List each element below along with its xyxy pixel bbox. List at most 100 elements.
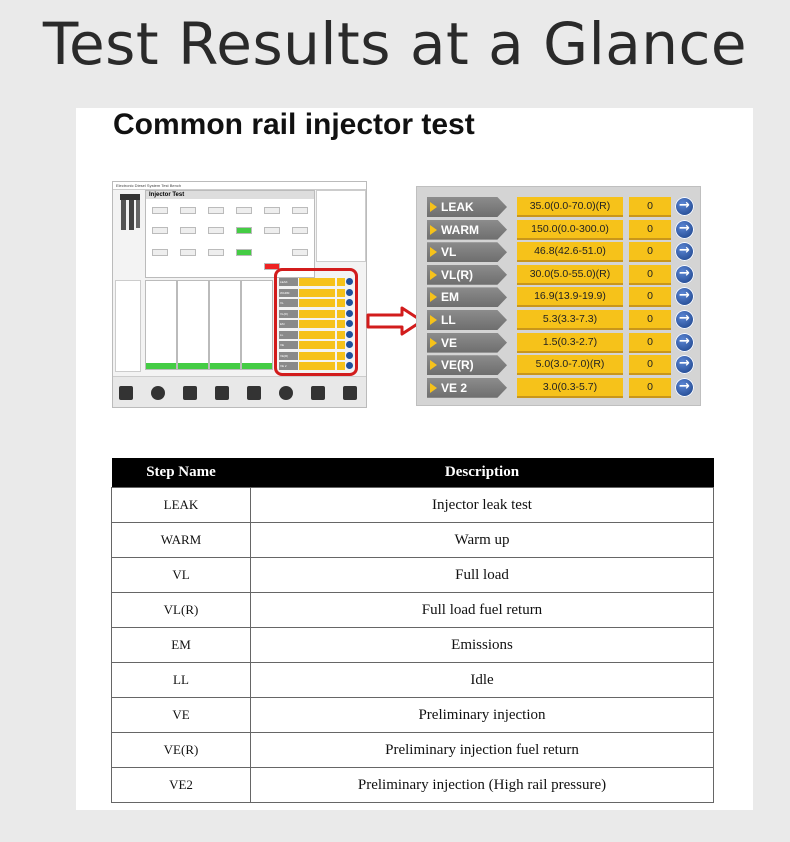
step-label[interactable]: WARM bbox=[427, 219, 507, 240]
table-row: VL(R)Full load fuel return bbox=[111, 592, 714, 628]
mini-step-label[interactable]: VL bbox=[279, 299, 298, 307]
keyboard-icon[interactable] bbox=[119, 386, 133, 400]
mini-step-value bbox=[299, 278, 335, 286]
mini-arrow-icon[interactable] bbox=[346, 362, 353, 369]
func-test-icon[interactable] bbox=[215, 386, 229, 400]
mini-arrow-icon[interactable] bbox=[346, 330, 353, 338]
param-cell bbox=[236, 227, 252, 234]
param-cell bbox=[208, 249, 224, 256]
help-icon[interactable] bbox=[151, 386, 165, 400]
mini-step-label[interactable]: VE bbox=[279, 341, 298, 349]
mini-step-value bbox=[299, 330, 335, 339]
mini-arrow-icon[interactable] bbox=[346, 299, 353, 306]
step-label[interactable]: VE bbox=[427, 332, 507, 353]
mini-step-label[interactable]: LL bbox=[279, 330, 298, 339]
print-icon[interactable] bbox=[343, 386, 357, 400]
table-row: VE(R)Preliminary injection fuel return bbox=[111, 732, 714, 768]
screenshot-options-panel bbox=[115, 280, 141, 372]
arrow-right-icon[interactable] bbox=[675, 310, 694, 329]
mini-arrow-icon[interactable] bbox=[346, 278, 353, 285]
mini-step-count bbox=[337, 341, 345, 349]
mini-step-label[interactable]: WARM bbox=[279, 288, 298, 297]
highlight-frame bbox=[274, 268, 358, 376]
back-icon[interactable] bbox=[311, 386, 325, 400]
mini-arrow-icon[interactable] bbox=[346, 351, 353, 359]
step-count: 0 bbox=[629, 264, 671, 285]
description-cell: Warm up bbox=[250, 522, 714, 558]
arrow-right-icon[interactable] bbox=[675, 219, 694, 239]
step-label[interactable]: LL bbox=[427, 310, 507, 330]
step-label[interactable]: VL(R) bbox=[427, 264, 507, 285]
param-cell bbox=[180, 207, 196, 214]
arrow-right-icon[interactable] bbox=[675, 197, 694, 216]
step-name-cell: VE(R) bbox=[111, 732, 251, 768]
injector-image-icon bbox=[120, 194, 140, 230]
mini-step-value bbox=[299, 341, 335, 349]
mini-step-label[interactable]: VE 2 bbox=[279, 362, 298, 370]
param-cell bbox=[208, 227, 224, 234]
reverse-test-icon[interactable] bbox=[247, 386, 261, 400]
step-label[interactable]: VL bbox=[427, 242, 507, 263]
mini-arrow-icon[interactable] bbox=[346, 320, 353, 327]
param-cell bbox=[292, 227, 308, 234]
screenshot-parameter-grid bbox=[150, 205, 310, 273]
arrow-right-icon[interactable] bbox=[675, 264, 694, 284]
step-value: 1.5(0.3-2.7) bbox=[517, 332, 623, 353]
mini-arrow-icon[interactable] bbox=[346, 341, 353, 348]
param-cell bbox=[292, 249, 308, 256]
step-count: 0 bbox=[629, 355, 671, 376]
step-count: 0 bbox=[629, 242, 671, 263]
mini-step-label[interactable]: VL(R) bbox=[279, 309, 298, 318]
param-cell bbox=[236, 249, 252, 256]
tools-icon[interactable] bbox=[183, 386, 197, 400]
mini-step-label[interactable]: VE(R) bbox=[279, 351, 298, 360]
param-cell bbox=[236, 207, 252, 214]
mini-step-value bbox=[299, 309, 335, 318]
arrow-right-icon[interactable] bbox=[675, 287, 694, 307]
mini-step-value bbox=[299, 299, 335, 307]
result-row: VL(R)30.0(5.0-55.0)(R)0 bbox=[427, 264, 694, 285]
column-header-step-name: Step Name bbox=[111, 458, 251, 488]
step-label[interactable]: VE(R) bbox=[427, 355, 507, 376]
arrow-right-icon[interactable] bbox=[675, 355, 694, 375]
step-name-cell: VE bbox=[111, 697, 251, 733]
arrow-right-icon[interactable] bbox=[675, 242, 694, 262]
column-header-description: Description bbox=[250, 458, 714, 488]
description-cell: Preliminary injection bbox=[250, 697, 714, 733]
mini-step-label[interactable]: LEAK bbox=[279, 278, 298, 286]
step-value: 46.8(42.6-51.0) bbox=[517, 242, 623, 263]
arrow-right-icon[interactable] bbox=[675, 332, 694, 352]
arrow-right-icon[interactable] bbox=[675, 377, 694, 397]
mini-result-row: VE(R) bbox=[279, 351, 353, 360]
gauge-inductance bbox=[209, 280, 241, 370]
description-cell: Idle bbox=[250, 662, 714, 698]
mini-step-value bbox=[299, 288, 335, 297]
result-row: VL 46.8(42.6-51.0) 0 bbox=[427, 242, 694, 263]
step-label[interactable]: EM bbox=[427, 287, 507, 308]
step-count: 0 bbox=[629, 197, 671, 217]
record-icon[interactable] bbox=[279, 386, 293, 400]
mini-arrow-icon[interactable] bbox=[346, 309, 353, 317]
param-cell bbox=[180, 249, 196, 256]
mini-step-value bbox=[299, 362, 335, 370]
description-cell: Full load fuel return bbox=[250, 592, 714, 628]
step-count: 0 bbox=[629, 310, 671, 330]
mini-result-row: VE 2 bbox=[279, 362, 353, 370]
mini-step-label[interactable]: EM bbox=[279, 320, 298, 328]
mini-arrow-icon[interactable] bbox=[346, 288, 353, 296]
step-label[interactable]: LEAK bbox=[427, 197, 507, 217]
mini-step-count bbox=[337, 309, 345, 318]
screenshot-step-list: LEAK WARM VL VL(R) EM LL VE VE(R) VE 2 bbox=[275, 268, 353, 372]
mini-step-value bbox=[299, 320, 335, 328]
step-name-cell: LL bbox=[111, 662, 251, 698]
step-label[interactable]: VE 2 bbox=[427, 377, 507, 398]
description-cell: Injector leak test bbox=[250, 487, 714, 523]
